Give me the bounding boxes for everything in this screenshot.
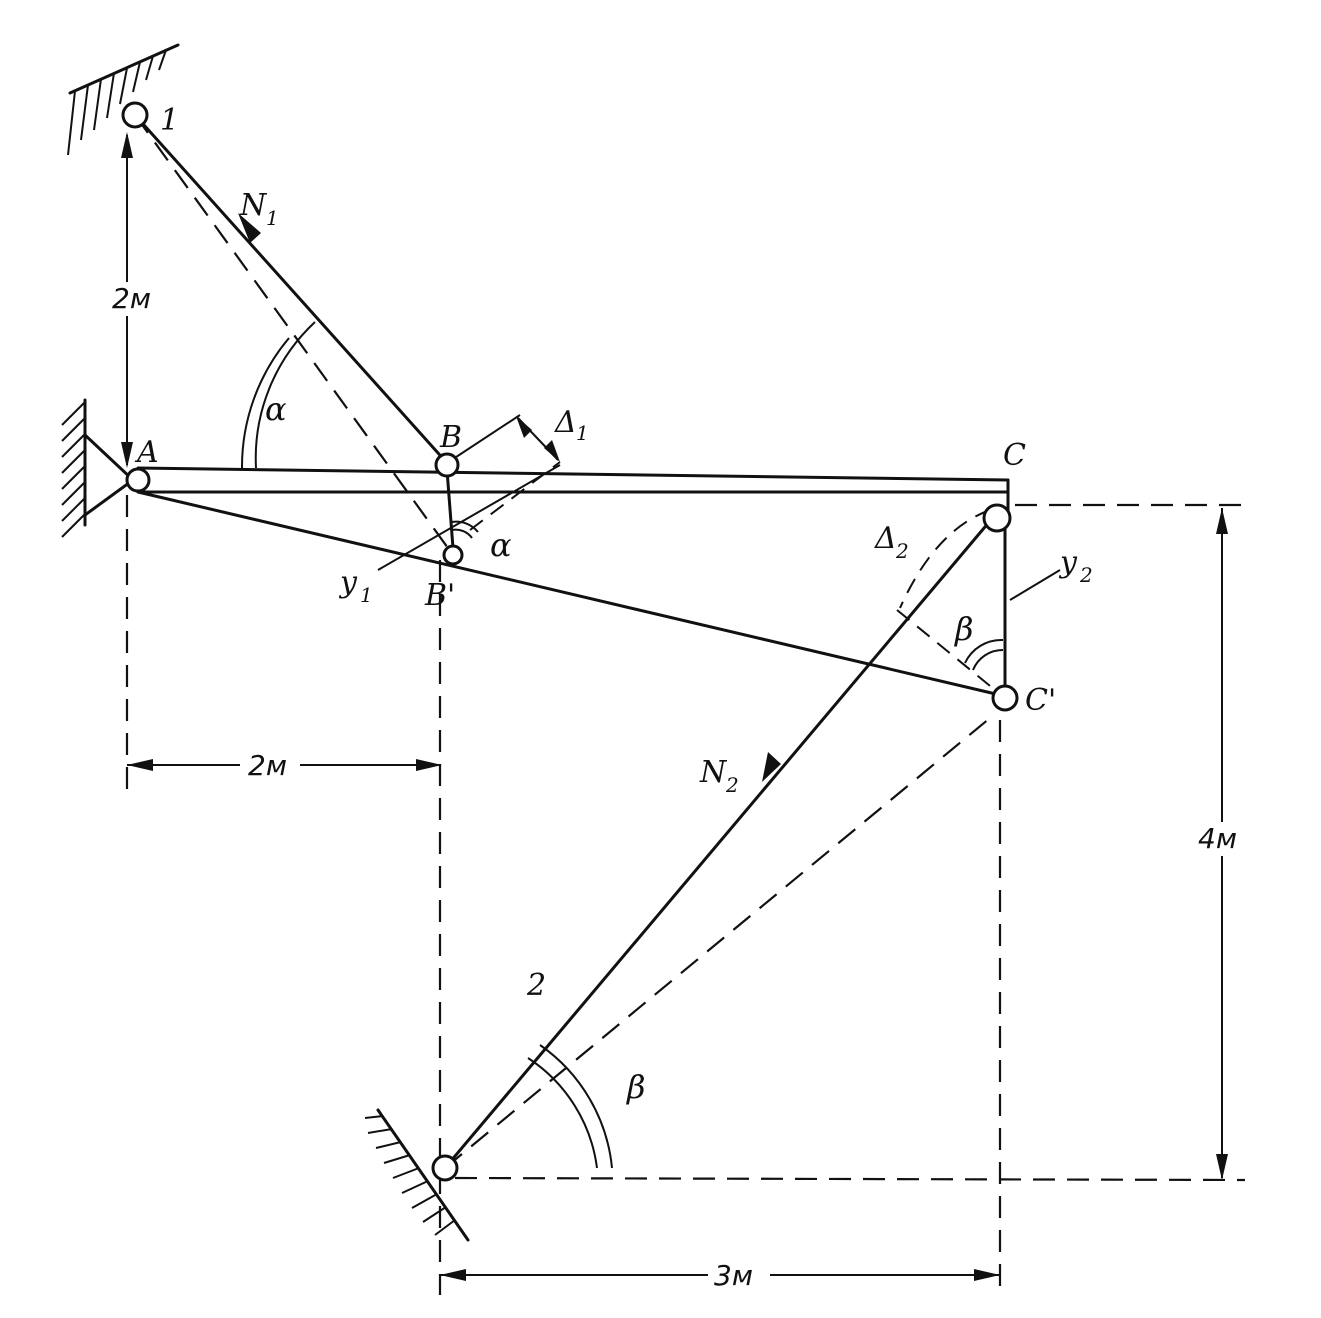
rod-1 (133, 113, 449, 465)
svg-text:2: 2 (1079, 563, 1093, 587)
svg-text:1: 1 (576, 421, 589, 445)
svg-text:Δ: Δ (554, 405, 577, 440)
force-N2-arrowhead (762, 752, 781, 782)
y1-construction-line (377, 464, 561, 571)
joint-B (434, 452, 460, 478)
delta2-arc (899, 509, 991, 609)
joint-2 (431, 1154, 459, 1182)
dim-bg-horizontal-AB (240, 748, 300, 782)
svg-text:1: 1 (266, 206, 279, 230)
label-point-C: C (1003, 438, 1026, 473)
dim-bg-vertical-right (1196, 822, 1252, 856)
delta1-projection-2 (469, 461, 561, 531)
angle-beta-right-arc (964, 638, 1004, 671)
label-beta-bottom: β (626, 1068, 646, 1106)
label-support-1: 1 (160, 103, 179, 138)
y2-leader (1009, 569, 1061, 601)
joint-C (982, 503, 1012, 533)
label-beta-right: β (954, 610, 974, 648)
joint-B-prime (442, 544, 464, 566)
label-force-N2: N 2 (699, 755, 739, 797)
dimension-text-vertical-left: 2м (112, 282, 151, 315)
delta1-projection-1 (446, 414, 521, 464)
rod-1-displaced (134, 114, 454, 556)
label-point-C-prime: C' (1025, 683, 1056, 718)
svg-text:1: 1 (360, 583, 373, 607)
delta1-dimension-arrow (516, 416, 560, 462)
svg-text:y: y (338, 565, 358, 600)
label-support-2: 2 (526, 968, 546, 1003)
label-delta-2: Δ 2 (874, 521, 909, 563)
svg-text:2: 2 (895, 539, 909, 563)
svg-text:2: 2 (725, 773, 739, 797)
dim-bg-horizontal-bottom (708, 1258, 770, 1292)
dimension-text-horizontal-bottom: 3м (714, 1259, 753, 1292)
support-1-ceiling (67, 43, 180, 156)
label-point-B: B (439, 420, 462, 455)
force-N1-arrowhead (238, 213, 261, 243)
label-alpha-top: α (265, 390, 287, 428)
label-point-A: A (134, 435, 159, 470)
joint-1 (121, 101, 149, 129)
svg-text:Δ: Δ (874, 521, 897, 556)
angle-beta-bottom-arc (527, 1044, 613, 1169)
rod-2 (443, 513, 997, 1170)
label-alpha-bottom: α (490, 526, 512, 564)
angle-alpha-top-arc (240, 321, 316, 469)
svg-text:N: N (239, 188, 268, 223)
rigid-beam (136, 466, 1010, 512)
svg-text:y: y (1058, 545, 1078, 580)
label-y-2: y 2 (1058, 545, 1093, 587)
dimension-text-horizontal-AB: 2м (248, 749, 287, 782)
label-force-N1: N 1 (239, 188, 279, 230)
joint-A (125, 467, 151, 493)
displaced-beam (136, 490, 1002, 697)
dim-bg-vertical-left (108, 282, 158, 316)
svg-text:N: N (699, 755, 728, 790)
joint-C-prime (991, 684, 1019, 712)
label-y-1: y 1 (338, 565, 373, 607)
label-delta-1: Δ 1 (554, 405, 589, 445)
segment-B-B-prime (445, 468, 455, 550)
support-2-ground (364, 1108, 470, 1242)
delta2-dashed-line (896, 609, 996, 691)
angle-alpha-bottom-arc (451, 520, 479, 539)
support-A-wall (61, 398, 135, 538)
rod-2-displaced (444, 717, 991, 1169)
projection-line-bottom-horizontal (454, 1176, 1246, 1182)
dimension-text-vertical-right: 4м (1198, 822, 1237, 855)
label-point-B-prime: B' (424, 578, 455, 613)
